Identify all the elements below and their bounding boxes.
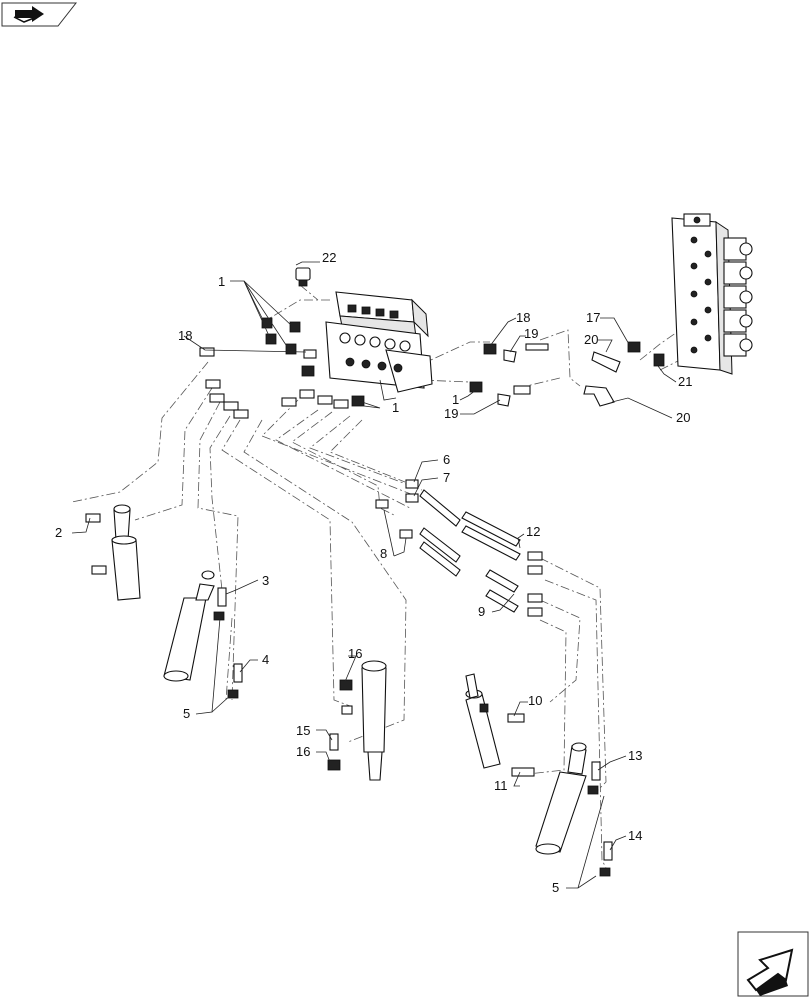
callout-12: 12 [526,524,540,539]
callout-16-bottom: 16 [296,744,310,759]
valve-stack [671,213,753,375]
callout-5-left: 5 [183,706,190,721]
callout-1-right: 1 [452,392,459,407]
callout-20-right: 20 [676,410,690,425]
callout-9: 9 [478,604,485,619]
callout-4: 4 [262,652,269,667]
callout-20-left: 20 [584,332,598,347]
callout-6: 6 [443,452,450,467]
callout-18-right: 18 [516,310,530,325]
callout-8: 8 [380,546,387,561]
callout-13: 13 [628,748,642,763]
callout-16-top: 16 [348,646,362,661]
callout-19-top: 19 [524,326,538,341]
callout-11: 11 [494,778,508,793]
callout-10: 10 [528,693,542,708]
callout-18-left: 18 [178,328,192,343]
hydraulic-cylinders [85,504,613,877]
callout-14: 14 [628,828,642,843]
callout-19-bottom: 19 [444,406,458,421]
callout-labels: 1 1 1 2 3 4 5 5 6 7 8 9 10 11 12 13 14 1… [55,250,692,895]
book-arrow-icon[interactable] [1,2,78,27]
callout-15: 15 [296,723,310,738]
callout-21: 21 [678,374,692,389]
callout-1-block: 1 [392,400,399,415]
callout-1-top: 1 [218,274,225,289]
callout-3: 3 [262,573,269,588]
hose-routing-lines [71,284,691,873]
callout-7: 7 [443,470,450,485]
callout-17: 17 [586,310,600,325]
fittings [199,267,665,419]
steel-tubes [375,479,543,617]
callout-2: 2 [55,525,62,540]
control-valve-block [325,291,433,401]
leader-lines [71,261,677,889]
callout-5-right: 5 [552,880,559,895]
callout-22: 22 [322,250,336,265]
next-page-arrow-icon[interactable] [737,931,809,997]
